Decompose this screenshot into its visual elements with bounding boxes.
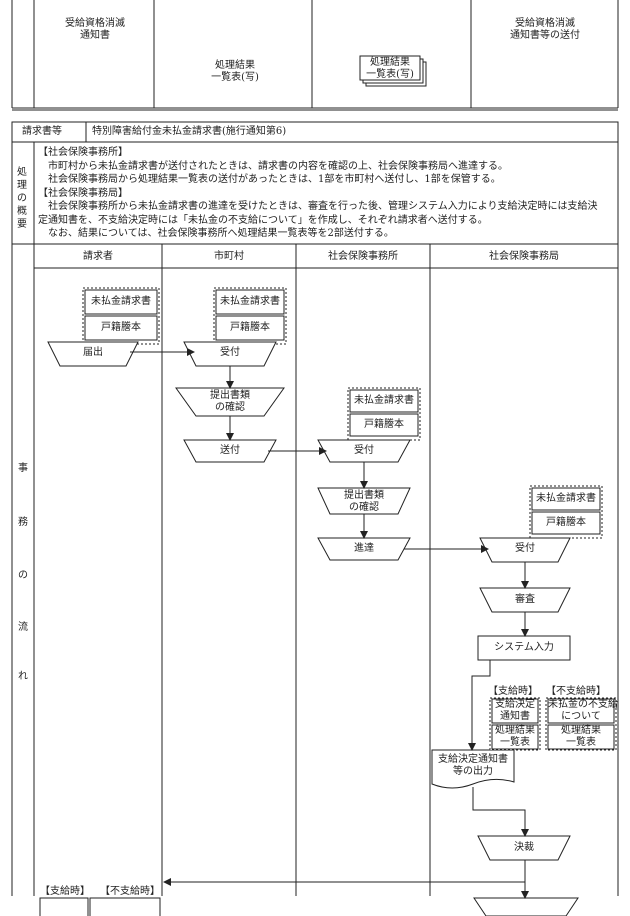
summary-line: 【社会保険事務所】 xyxy=(38,147,128,158)
shape-shinsa xyxy=(479,587,571,613)
top-col2-label: 処理結果 一覧表(写) xyxy=(211,60,259,83)
summary-side-label: 処理の概要 xyxy=(17,167,27,230)
flow-side-char: れ xyxy=(18,671,28,682)
payment-doc-boxes xyxy=(489,697,617,751)
step-shinsa: 審査 xyxy=(515,594,535,605)
result-list-copy-doc xyxy=(359,55,427,87)
doc-koseki: 戸籍謄本 xyxy=(101,322,141,333)
column-claimant: 請求者 xyxy=(83,251,113,262)
summary-line: なお、結果については、社会保険事務所へ処理結果一覧表等を2部送付する。 xyxy=(38,228,394,239)
step-system: システム入力 xyxy=(494,642,554,653)
top-col3-doc-label: 処理結果 一覧表(写) xyxy=(366,57,414,80)
step-uketsuke: 受付 xyxy=(220,347,240,358)
step-kakunin: 提出書類 の確認 xyxy=(344,490,384,513)
summary-line: 定通知書を、不支給決定時には「未払金の不支給について」を作成し、それぞれ請求者へ… xyxy=(38,214,488,226)
header-value: 特別障害給付金未払金請求書(施行通知第6) xyxy=(92,126,287,137)
flow-side-char: 事 xyxy=(18,463,28,474)
shape-bottom-trap xyxy=(473,897,579,916)
shape-uketsuke-municipality xyxy=(183,341,277,367)
label-nonpayment: 【不支給時】 xyxy=(546,686,606,697)
shape-uketsuke-bureau xyxy=(479,537,571,563)
step-todokede: 届出 xyxy=(83,347,103,358)
doc-nonpay-result: 処理結果 一覧表 xyxy=(561,725,601,748)
column-office: 社会保険事務所 xyxy=(328,251,398,262)
shape-output-doc xyxy=(431,749,515,789)
doc-claim: 未払金請求書 xyxy=(91,296,151,307)
step-output: 支給決定通知書 等の出力 xyxy=(438,754,508,777)
doc-pay-result: 処理結果 一覧表 xyxy=(495,725,535,748)
summary-line: 社会保険事務局から処理結果一覧表の送付があったときは、1部を市町村へ送付し、1部… xyxy=(38,174,501,185)
summary-line: 市町村から未払金請求書が送付されたときは、請求書の内容を確認の上、社会保険事務局… xyxy=(38,160,508,172)
flow-frame xyxy=(11,243,619,896)
conn-system-output xyxy=(468,660,491,751)
column-bureau: 社会保険事務局 xyxy=(489,251,559,262)
summary-line: 【社会保険事務局】 xyxy=(38,187,128,199)
top-section-frame xyxy=(11,0,619,111)
summary-text: 【社会保険事務所】 市町村から未払金請求書が送付されたときは、請求書の内容を確認… xyxy=(38,146,616,241)
shape-kakunin-office xyxy=(317,487,411,515)
doc-stack-municipality xyxy=(213,287,287,345)
shape-todokede xyxy=(47,341,139,367)
label-payment-bottom: 【支給時】 xyxy=(40,886,90,897)
flow-side-char: 流 xyxy=(18,622,28,633)
step-shintatsu: 進達 xyxy=(354,543,374,554)
shape-shintatsu xyxy=(317,537,411,561)
top-col4-label: 受給資格消滅 通知書等の送付 xyxy=(510,18,580,41)
flow-side-char: の xyxy=(18,570,28,581)
column-municipality: 市町村 xyxy=(214,251,244,262)
label-nonpayment-bottom: 【不支給時】 xyxy=(100,886,160,897)
step-uketsuke: 受付 xyxy=(515,543,535,554)
header-label: 請求書等 xyxy=(22,126,62,137)
shape-kakunin-municipality xyxy=(175,387,285,417)
shape-kessai xyxy=(477,835,571,861)
doc-nonpay-notice: 未払金の不支給 について xyxy=(548,699,618,722)
doc-claim: 未払金請求書 xyxy=(220,296,280,307)
doc-stack-bureau xyxy=(529,485,603,539)
doc-pay-notice: 支給決定 通知書 xyxy=(495,699,535,722)
doc-koseki: 戸籍謄本 xyxy=(230,322,270,333)
shape-soufu xyxy=(183,439,277,463)
flow-side-char: 務 xyxy=(18,517,28,528)
doc-koseki: 戸籍謄本 xyxy=(546,517,586,528)
doc-koseki: 戸籍謄本 xyxy=(364,419,404,430)
step-kessai: 決裁 xyxy=(514,842,534,853)
doc-claim: 未払金請求書 xyxy=(536,493,596,504)
conn-output-kessai xyxy=(472,787,529,837)
label-payment: 【支給時】 xyxy=(488,686,538,697)
doc-claim: 未払金請求書 xyxy=(354,395,414,406)
bottom-left-boxes xyxy=(39,897,161,916)
top-col1-label: 受給資格消滅 通知書 xyxy=(65,18,125,41)
step-uketsuke: 受付 xyxy=(354,445,374,456)
step-soufu: 送付 xyxy=(220,445,240,456)
step-kakunin: 提出書類 の確認 xyxy=(210,390,250,413)
summary-line: 社会保険事務所から未払金請求書の進達を受けたときは、審査を行った後、管理システム… xyxy=(38,201,598,212)
doc-stack-office xyxy=(347,387,421,441)
conn-bottom-return xyxy=(163,878,526,886)
